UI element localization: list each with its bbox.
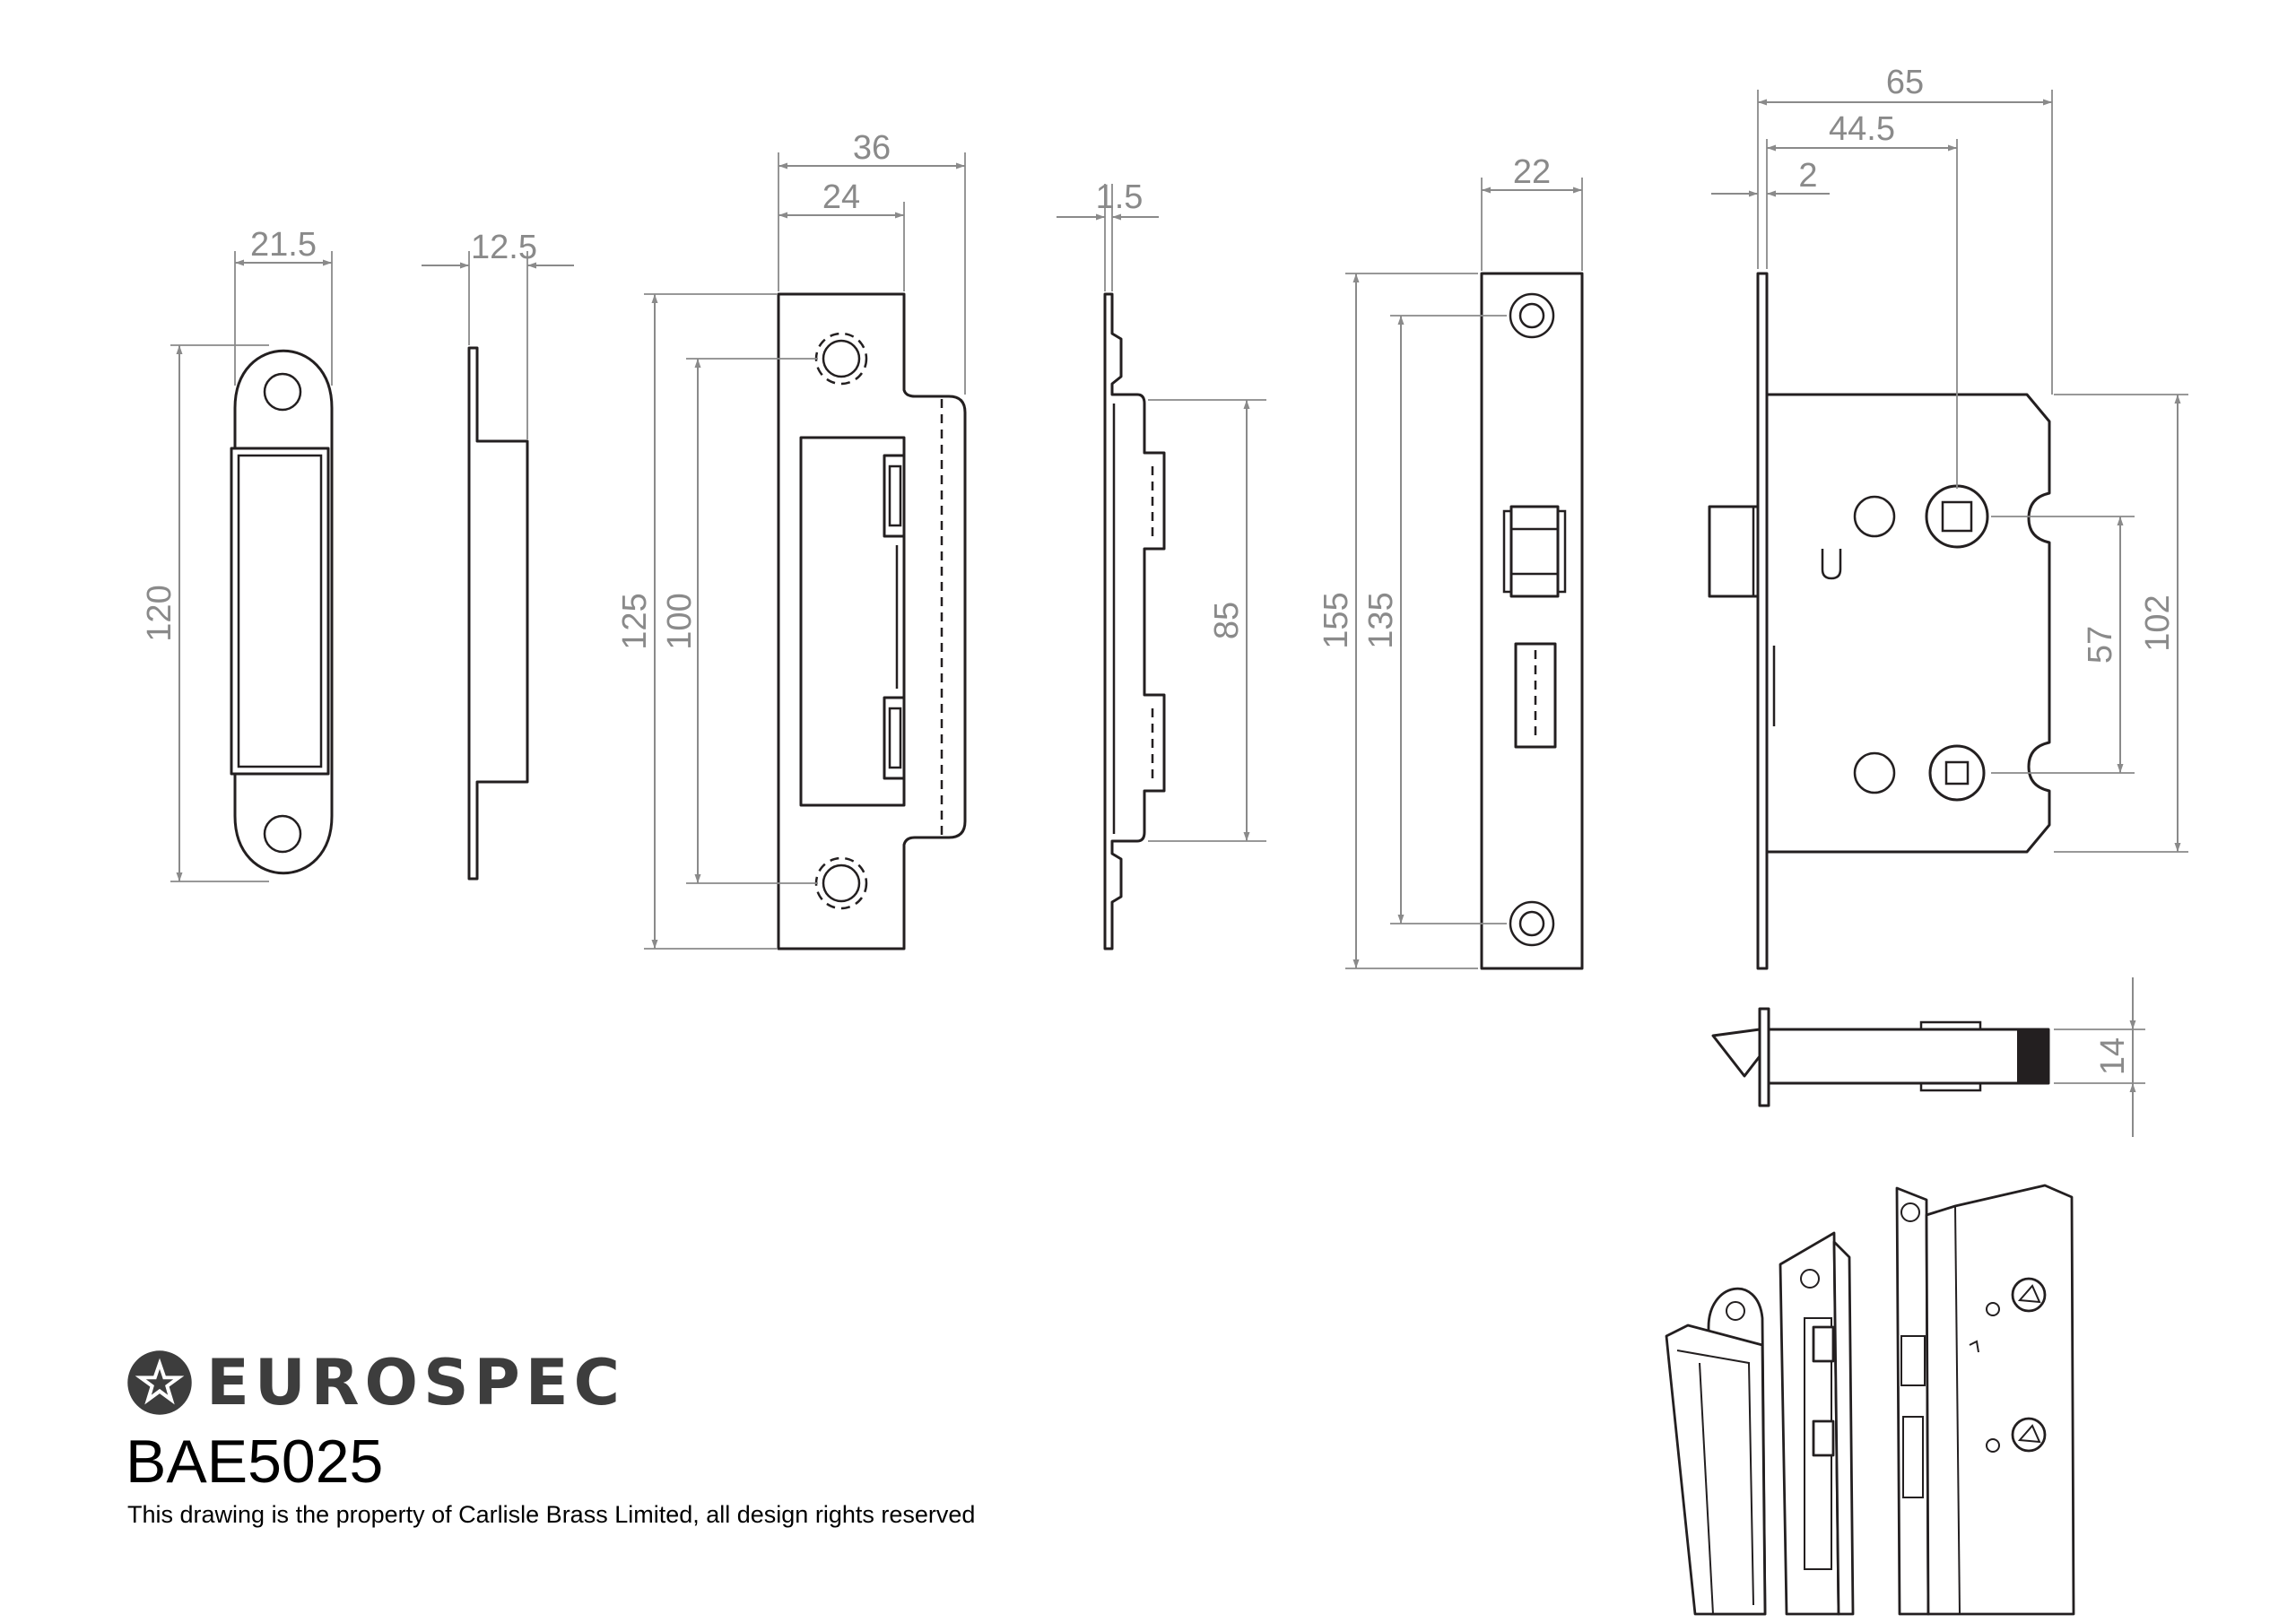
striking-plate-hole-centres-dimension: 100 xyxy=(661,358,818,884)
svg-text:85: 85 xyxy=(1208,602,1246,639)
case-height-dimension: 102 xyxy=(2054,394,2188,853)
svg-text:44.5: 44.5 xyxy=(1829,110,1895,148)
copyright-notice: This drawing is the property of Carlisle… xyxy=(127,1501,976,1528)
backset-dimension: 44.5 xyxy=(1766,110,1958,489)
svg-text:21.5: 21.5 xyxy=(250,226,317,264)
radius-keep-depth-dimension: 12.5 xyxy=(422,229,574,439)
follower-centres-dimension: 57 xyxy=(1991,516,2135,774)
svg-text:102: 102 xyxy=(2139,595,2177,651)
striking-plate-lip-dimension: 85 xyxy=(1148,399,1266,842)
striking-plate-side-view xyxy=(1103,292,1166,950)
radius-keep-front-view xyxy=(230,349,334,875)
svg-text:24: 24 xyxy=(822,178,860,216)
isometric-assembly-view xyxy=(1665,1184,2075,1616)
svg-text:120: 120 xyxy=(141,585,178,641)
striking-plate-thickness-dimension: 1.5 xyxy=(1057,178,1159,291)
svg-text:65: 65 xyxy=(1886,64,1924,101)
svg-text:22: 22 xyxy=(1513,153,1551,191)
radius-keep-width-dimension: 21.5 xyxy=(234,226,333,386)
svg-text:12.5: 12.5 xyxy=(471,229,537,266)
forend-height-dimension: 155 xyxy=(1318,273,1478,969)
case-thickness-dimension: 14 xyxy=(2054,977,2145,1137)
striking-plate-width-dimension: 36 24 xyxy=(778,129,966,395)
svg-text:2: 2 xyxy=(1798,157,1817,195)
star-logo-icon xyxy=(127,1350,192,1415)
svg-text:57: 57 xyxy=(2082,626,2119,664)
brand-wordmark: EUROSPEC xyxy=(206,1346,625,1419)
striking-plate-front-view xyxy=(777,292,967,950)
svg-text:100: 100 xyxy=(661,593,699,649)
svg-text:135: 135 xyxy=(1362,592,1400,648)
svg-text:155: 155 xyxy=(1318,592,1355,648)
svg-text:1.5: 1.5 xyxy=(1096,178,1144,216)
lock-forend-view xyxy=(1480,272,1584,970)
brand-logo: EUROSPEC xyxy=(126,1345,625,1420)
forend-offset-dimension: 2 xyxy=(1711,157,1830,197)
svg-text:36: 36 xyxy=(853,129,891,167)
svg-text:125: 125 xyxy=(616,593,654,649)
radius-keep-height-dimension: 120 xyxy=(141,344,269,882)
svg-text:14: 14 xyxy=(2094,1037,2132,1075)
lock-case-side-view xyxy=(1708,272,2051,970)
forend-hole-centres-dimension: 135 xyxy=(1362,315,1507,924)
case-depth-dimension: 65 xyxy=(1757,64,2053,395)
forend-width-dimension: 22 xyxy=(1481,153,1583,271)
lock-case-top-view xyxy=(1711,1007,2050,1107)
product-code: BAE5025 xyxy=(126,1428,384,1496)
striking-plate-height-dimension: 125 xyxy=(616,293,777,950)
radius-keep-side-view xyxy=(467,346,529,881)
